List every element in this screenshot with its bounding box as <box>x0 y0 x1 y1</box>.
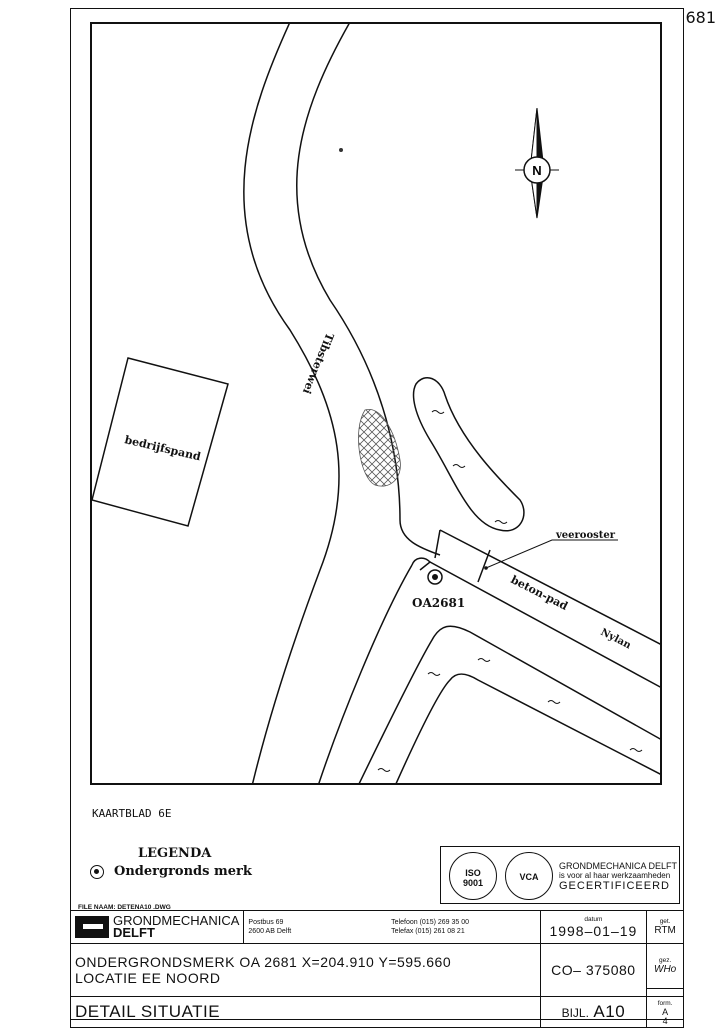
title-line-1: ONDERGRONDSMERK OA 2681 X=204.910 Y=595.… <box>75 954 452 970</box>
veerooster <box>434 529 491 583</box>
north-label: N <box>532 163 541 178</box>
legend-item: Ondergronds merk <box>90 864 252 879</box>
bijl-value: A10 <box>593 1002 626 1021</box>
kaartblad-label: KAARTBLAD 6E <box>92 807 172 820</box>
road-edge-left <box>243 23 340 784</box>
building-label: bedrijfspand <box>123 433 202 463</box>
gez-signature: WHo <box>654 963 677 975</box>
company-name-1: GRONDMECHANICA <box>113 913 240 928</box>
bijl-label: BIJL. <box>561 1006 589 1020</box>
title-line-3: DETAIL SITUATIE <box>70 996 541 1028</box>
cert-line-1: GRONDMECHANICA DELFT <box>559 861 678 871</box>
certification-box: ISO 9001 VCA GRONDMECHANICA DELFT is voo… <box>440 846 680 904</box>
road-edge-right-lower <box>317 564 413 784</box>
get-label: get. <box>659 918 671 925</box>
get-value: RTM <box>654 925 676 936</box>
file-name: FILE NAAM: DETENA10 .DWG <box>78 904 171 911</box>
lower-road-edge-b <box>395 673 661 784</box>
co-number: CO– 375080 <box>539 943 648 997</box>
survey-marker-icon <box>90 864 104 879</box>
title-block: GRONDMECHANICA DELFT Postbus 69 2600 AB … <box>69 910 684 1028</box>
lower-road-edge-a <box>358 625 661 784</box>
form-sub: 4 <box>662 1015 668 1026</box>
company-logo-cell: GRONDMECHANICA DELFT <box>69 910 245 944</box>
datum-value: 1998–01–19 <box>549 922 638 939</box>
legend-title: LEGENDA <box>138 846 212 861</box>
gd-logo-icon <box>75 916 109 938</box>
company-name-2: DELFT <box>113 925 155 940</box>
marker-label: OA2681 <box>412 596 465 610</box>
gez-label: gez. <box>658 956 672 964</box>
datum-label: datum <box>584 915 603 923</box>
title-line-2: LOCATIE EE NOORD <box>75 970 221 986</box>
form-value: A <box>662 1006 669 1017</box>
postbus: Postbus 69 <box>248 919 284 926</box>
vca-seal-icon: VCA <box>505 852 553 900</box>
map-frame <box>90 22 662 785</box>
iso-seal-text: ISO 9001 <box>462 868 484 888</box>
cert-line-3: GECERTIFICEERD <box>559 880 670 892</box>
stamp-number: 681 <box>685 8 716 27</box>
street-label: Tibsterwei <box>300 331 336 396</box>
paving-hatch <box>358 409 401 487</box>
nylan-label: Nylan <box>599 627 634 652</box>
north-arrow-icon: N <box>515 107 559 219</box>
road-edge-right <box>295 23 441 556</box>
grass-strip <box>412 376 525 532</box>
legend-item-label: Ondergronds merk <box>114 864 252 879</box>
form-label: form. <box>657 999 673 1007</box>
telefax: Telefax (015) 261 08 21 <box>391 928 465 935</box>
postcode: 2600 AB Delft <box>248 928 292 935</box>
vca-seal-text: VCA <box>519 872 539 882</box>
path-edge-bottom <box>419 561 661 689</box>
cert-line-2: is voor al haar werkzaamheden <box>559 871 671 880</box>
grate-label: veerooster <box>555 530 616 541</box>
building-outline <box>91 357 229 527</box>
path-edge-top <box>439 529 661 646</box>
telefoon: Telefoon (015) 269 35 00 <box>391 919 470 926</box>
survey-marker-icon <box>427 569 443 585</box>
iso-seal-icon: ISO 9001 <box>449 852 497 900</box>
